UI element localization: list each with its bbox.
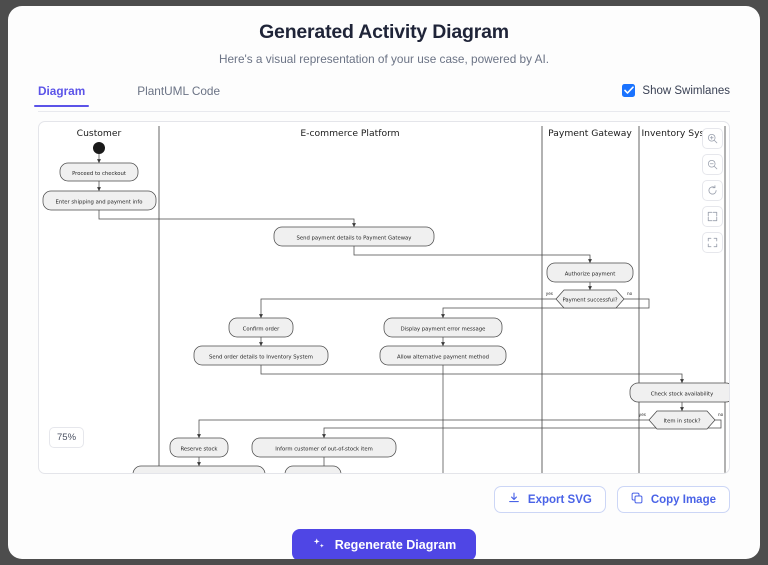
svg-text:Enter shipping and payment inf: Enter shipping and payment info — [56, 200, 143, 206]
show-swimlanes-toggle[interactable]: Show Swimlanes — [622, 84, 730, 98]
regenerate-diagram-label: Regenerate Diagram — [334, 538, 457, 553]
zoom-in-icon[interactable] — [702, 128, 723, 150]
lane-title-inventory: Inventory System — [641, 128, 722, 139]
svg-text:Check stock availability: Check stock availability — [651, 392, 714, 398]
edge-guard-no: no — [718, 412, 724, 417]
diagram-viewport[interactable]: 75% Customer E-commerce Platform Payment… — [38, 121, 730, 475]
reset-icon[interactable] — [702, 180, 723, 202]
node-action[interactable]: Reserve stock — [169, 437, 229, 458]
node-action[interactable]: Send order details to Inventory System — [193, 345, 329, 366]
tab-bar: Diagram PlantUML Code Show Swimlanes — [33, 84, 730, 113]
lane-title-ecommerce: E-commerce Platform — [300, 128, 399, 139]
node-action[interactable]: Adjust cart — [284, 465, 342, 474]
zoom-level-badge: 75% — [49, 427, 85, 449]
zoom-controls — [702, 128, 723, 254]
svg-text:Display payment error message: Display payment error message — [401, 327, 486, 333]
node-start — [93, 142, 105, 155]
show-swimlanes-label: Show Swimlanes — [642, 84, 730, 97]
regenerate-diagram-button[interactable]: Regenerate Diagram — [291, 529, 477, 559]
checkbox-checked-icon[interactable] — [622, 84, 636, 98]
node-action[interactable]: Send payment details to Payment Gateway — [273, 226, 435, 247]
regenerate-row: Regenerate Diagram — [8, 529, 760, 559]
node-action[interactable]: Allow alternative payment method — [379, 345, 507, 366]
lane-title-customer: Customer — [77, 128, 122, 139]
node-action[interactable]: Check stock availability — [629, 382, 729, 403]
page-subtitle: Here's a visual representation of your u… — [218, 52, 550, 67]
edge-guard-no: no — [627, 291, 633, 296]
sparkle-icon — [312, 537, 326, 554]
copy-icon — [631, 492, 643, 507]
fullscreen-icon[interactable] — [702, 232, 723, 254]
svg-text:Reserve stock: Reserve stock — [180, 447, 218, 453]
tab-plantuml-code[interactable]: PlantUML Code — [137, 84, 220, 106]
edge-guard-yes: yes — [639, 412, 646, 417]
svg-text:Item in stock?: Item in stock? — [663, 419, 700, 425]
node-action[interactable]: Confirm order — [228, 317, 294, 338]
edge-guard-yes: yes — [546, 291, 553, 296]
node-decision[interactable]: Item in stock? yes no — [639, 410, 724, 430]
export-svg-label: Export SVG — [527, 493, 592, 506]
node-action[interactable]: Authorize payment — [546, 262, 634, 283]
activity-diagram-canvas: Customer E-commerce Platform Payment Gat… — [42, 126, 729, 474]
svg-text:Proceed to checkout: Proceed to checkout — [72, 171, 126, 177]
copy-image-button[interactable]: Copy Image — [616, 486, 730, 514]
export-svg-button[interactable]: Export SVG — [493, 486, 606, 514]
node-decision[interactable]: Payment successful? yes no — [546, 289, 633, 309]
svg-text:Payment successful?: Payment successful? — [562, 298, 617, 304]
lane-title-payment: Payment Gateway — [548, 128, 632, 139]
zoom-out-icon[interactable] — [702, 154, 723, 176]
svg-text:Confirm order: Confirm order — [243, 327, 281, 333]
fit-icon[interactable] — [702, 206, 723, 228]
diagram-card: Generated Activity Diagram Here's a visu… — [8, 6, 760, 559]
tab-diagram[interactable]: Diagram — [33, 84, 90, 108]
svg-text:Send order details to Inventor: Send order details to Inventory System — [209, 355, 313, 361]
svg-text:Allow alternative payment meth: Allow alternative payment method — [397, 355, 489, 361]
node-action[interactable]: Inform customer of out-of-stock item — [251, 437, 397, 458]
diagram-actions: Export SVG Copy Image — [38, 486, 730, 514]
page-title: Generated Activity Diagram — [259, 21, 509, 43]
node-action[interactable]: Enter shipping and payment info — [42, 190, 157, 211]
copy-image-label: Copy Image — [650, 493, 716, 506]
node-action[interactable]: Display payment error message — [383, 317, 503, 338]
svg-text:Inform customer of out-of-stoc: Inform customer of out-of-stock item — [275, 447, 373, 453]
download-icon — [508, 492, 520, 507]
node-action[interactable]: Display order confirmation page — [132, 465, 266, 474]
svg-text:Authorize payment: Authorize payment — [565, 272, 616, 278]
node-action[interactable]: Proceed to checkout — [59, 162, 139, 182]
svg-text:Send payment details to Paymen: Send payment details to Payment Gateway — [297, 236, 412, 242]
